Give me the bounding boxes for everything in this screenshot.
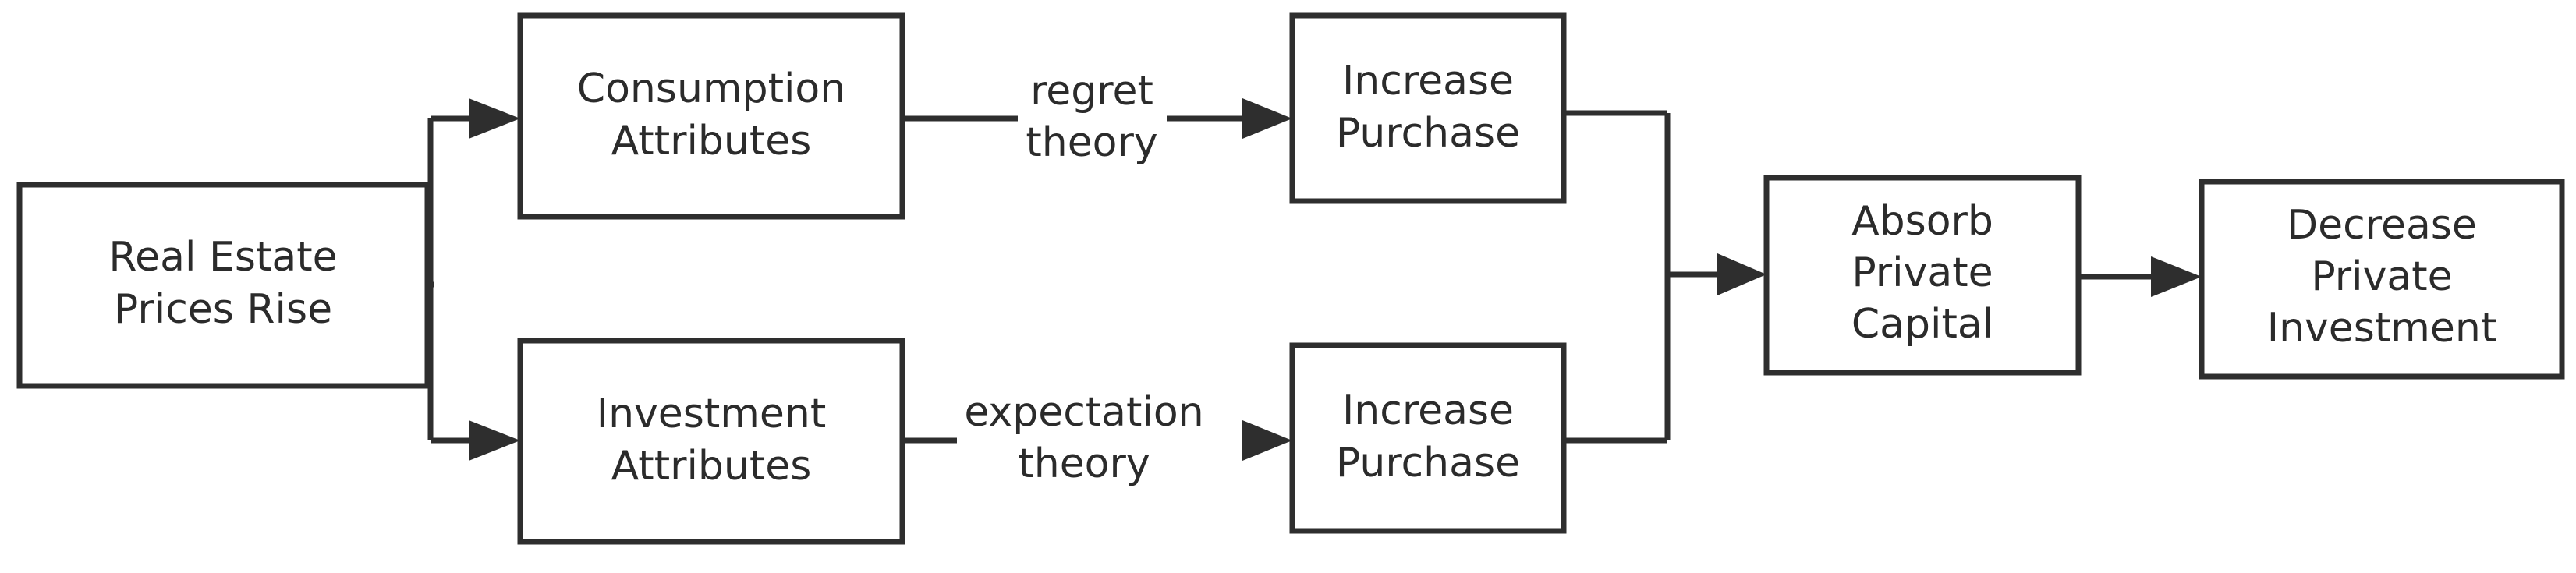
node-label-line-0: Investment [597,391,827,437]
node-investment-attributes[interactable]: Investment Attributes [517,338,905,545]
node-increase-purchase-bottom[interactable]: Increase Purchase [1289,342,1567,534]
node-real-estate-prices-rise[interactable]: Real Estate Prices Rise [16,182,431,389]
node-box[interactable] [1289,12,1567,204]
node-box[interactable] [16,182,431,389]
edge-label-line-1: theory [1026,119,1157,166]
edge-label-expectation-theory: expectation theory [964,389,1203,487]
node-label-line-1: Attributes [611,118,812,164]
node-label-line-1: Prices Rise [114,286,332,333]
node-box[interactable] [2199,179,2565,380]
arrowhead-consumption-to-purchase [1242,98,1292,139]
node-box[interactable] [1289,342,1567,534]
node-label-line-2: Investment [2267,305,2497,352]
arrowhead-merge-to-absorb [1717,253,1766,295]
node-label-line-0: Increase [1342,58,1514,104]
edge-label-line-1: theory [1018,440,1150,487]
arrowhead-split-to-investment [469,420,520,461]
node-consumption-attributes[interactable]: Consumption Attributes [517,12,905,220]
node-label-line-0: Consumption [577,65,845,112]
arrowhead-investment-to-purchase [1242,420,1292,461]
node-box[interactable] [517,338,905,545]
node-label-line-1: Purchase [1336,440,1520,486]
node-label-line-1: Private [1851,249,1993,296]
edge-label-line-0: expectation [964,389,1203,436]
node-increase-purchase-top[interactable]: Increase Purchase [1289,12,1567,204]
node-label-line-1: Attributes [611,443,812,490]
edge-label-regret-theory: regret theory [1026,68,1157,166]
node-label-line-1: Private [2311,253,2452,300]
arrowhead-split-to-consumption [469,98,520,139]
edge-label-line-0: regret [1030,68,1153,115]
node-label-line-0: Decrease [2287,202,2477,249]
node-label-line-0: Increase [1342,387,1514,434]
arrowhead-absorb-to-decrease [2151,256,2202,297]
node-box[interactable] [1763,175,2082,376]
node-absorb-private-capital[interactable]: Absorb Private Capital [1763,175,2082,376]
node-label-line-2: Capital [1851,301,1993,348]
node-decrease-private-investment[interactable]: Decrease Private Investment [2199,179,2565,380]
node-label-line-0: Absorb [1851,198,1993,245]
node-label-line-1: Purchase [1336,110,1520,157]
node-box[interactable] [517,12,905,220]
node-label-line-0: Real Estate [108,234,337,281]
